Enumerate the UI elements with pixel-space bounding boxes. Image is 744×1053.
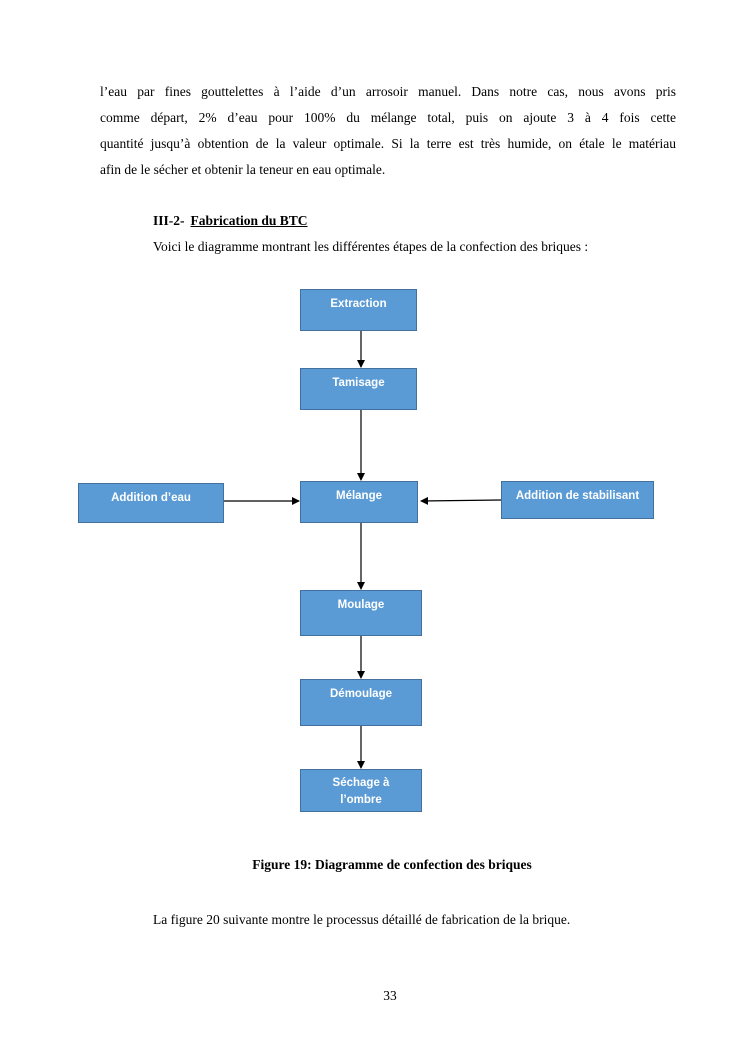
body-paragraph: l’eau par fines gouttelettes à l’aide d’… [100,79,676,183]
input-addition-stabilisant: Addition de stabilisant [501,481,654,519]
page-number: 33 [383,988,397,1003]
section-number: III-2- [153,213,185,228]
input-addition-eau: Addition d’eau [78,483,224,523]
section-heading: III-2- Fabrication du BTC [153,211,308,231]
follow-text: La figure 20 suivante montre le processu… [153,912,571,927]
paragraph-line: l’eau par fines gouttelettes à l’aide d’… [100,84,676,99]
step-melange: Mélange [300,481,418,523]
step-extraction: Extraction [300,289,417,331]
paragraph-line: comme départ, 2% d’eau pour 100% du méla… [100,110,676,125]
figure-caption: Figure 19: Diagramme de confection des b… [252,857,532,872]
step-tamisage: Tamisage [300,368,417,410]
step-sechage: Séchage à l’ombre [300,769,422,812]
step-demoulage: Démoulage [300,679,422,726]
arrow-stabilisant-melange [420,496,502,505]
paragraph-line: afin de le sécher et obtenir la teneur e… [100,162,386,177]
section-intro: Voici le diagramme montrant les différen… [153,239,589,254]
section-title: Fabrication du BTC [190,213,308,228]
step-moulage: Moulage [300,590,422,636]
paragraph-line: quantité jusqu’à obtention de la valeur … [100,136,676,151]
